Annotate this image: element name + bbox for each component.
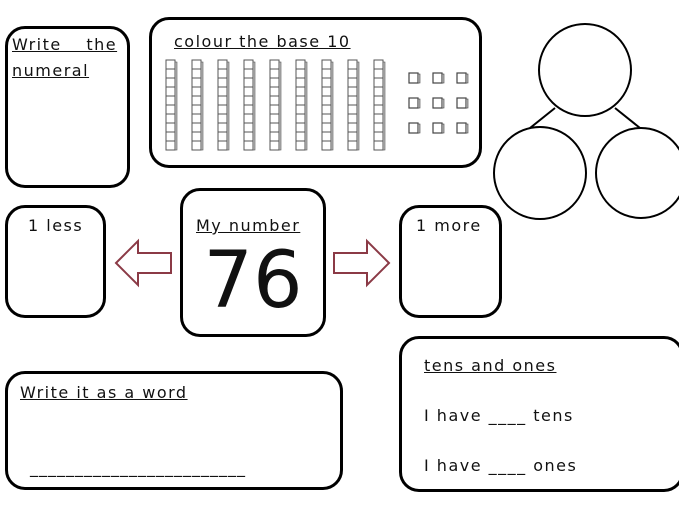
tens-line[interactable]: I have ____ tens [424,406,574,425]
ten-rod[interactable] [165,59,178,151]
one-more-label: 1 more [416,216,482,235]
ten-rod[interactable] [321,59,334,151]
one-cube[interactable] [456,122,467,134]
cube-side [465,123,469,134]
write-numeral-title-2: numeral [12,61,90,80]
word-title: Write it as a word [20,383,188,402]
arrow-left-icon [114,238,172,288]
cube-side [417,73,421,84]
write-numeral-box: Write the numeral [5,26,130,188]
tens-ones-title: tens and ones [424,356,557,375]
base10-box: colour the base 10 [149,17,482,168]
word-box: Write it as a word _____________________… [5,371,343,490]
part-circle-right [595,127,679,219]
write-numeral-title: Write the [12,35,118,54]
cube-side [441,123,445,134]
arrow-right-icon [333,238,391,288]
one-cube[interactable] [408,72,419,84]
my-number-box: My number 76 [180,188,326,337]
my-number-value: 76 [203,236,303,326]
base10-title: colour the base 10 [174,32,351,51]
my-number-label: My number [196,216,301,235]
ten-rod[interactable] [295,59,308,151]
one-cube[interactable] [432,97,443,109]
one-cube[interactable] [456,97,467,109]
connector-line [614,107,641,129]
ten-rod[interactable] [191,59,204,151]
cube-side [417,123,421,134]
cube-side [417,98,421,109]
ones-line[interactable]: I have ____ ones [424,456,578,475]
ten-rod[interactable] [243,59,256,151]
one-cube[interactable] [456,72,467,84]
ten-rod[interactable] [269,59,282,151]
tens-ones-box: tens and ones I have ____ tens I have __… [399,336,679,492]
ten-rod[interactable] [217,59,230,151]
one-more-box: 1 more [399,205,502,318]
ten-rod[interactable] [347,59,360,151]
one-less-box: 1 less [5,205,106,318]
one-less-label: 1 less [28,216,84,235]
one-cube[interactable] [432,122,443,134]
whole-circle [538,23,632,117]
part-circle-left [493,126,587,220]
base10-blocks [165,59,469,151]
ten-rod[interactable] [373,59,386,151]
cube-side [441,73,445,84]
one-cube[interactable] [408,97,419,109]
one-cube[interactable] [408,122,419,134]
cube-side [465,98,469,109]
cube-side [441,98,445,109]
connector-line [529,107,556,129]
word-blank-line[interactable]: ________________________ [30,458,246,477]
one-cube[interactable] [432,72,443,84]
cube-side [465,73,469,84]
